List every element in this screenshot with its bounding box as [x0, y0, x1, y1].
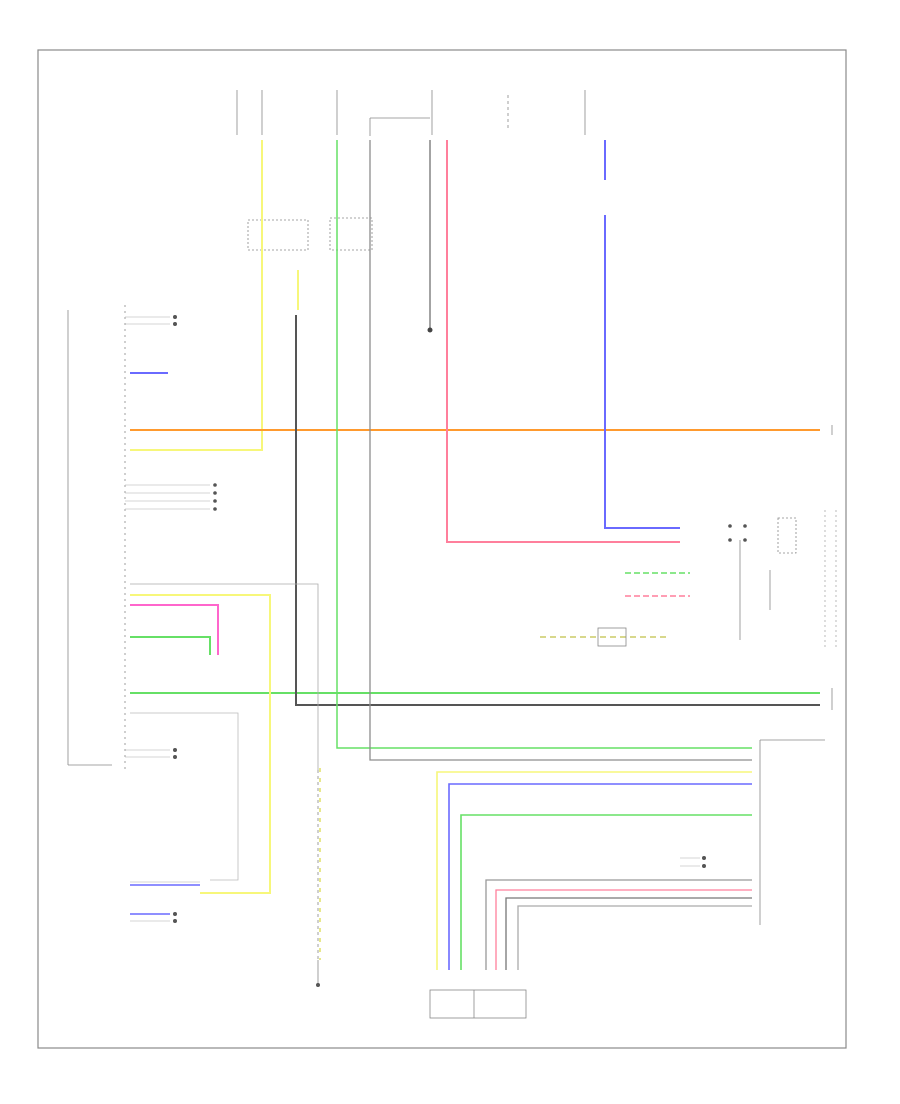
terminal-dots [173, 315, 747, 923]
wire-yellow-upper [130, 140, 263, 451]
resistor-box [597, 627, 627, 647]
wire-red [446, 140, 680, 543]
wire-camera-red [495, 889, 752, 970]
wire-camera-blue [448, 783, 752, 970]
wire-camera-yellow [436, 771, 752, 970]
wire-blue-main [604, 215, 680, 529]
wire-pink [130, 604, 219, 655]
wire-yellow-lower [130, 594, 271, 894]
wire-camera-gray-a [485, 879, 752, 970]
wire-gray-to-module [369, 140, 752, 761]
top-power-sources [236, 90, 586, 136]
wire-camera-gray-c [517, 905, 752, 970]
relay-box-left [247, 219, 309, 251]
connector-pin-stubs [125, 316, 700, 922]
left-module [67, 305, 126, 770]
camera-connector [429, 989, 527, 1019]
wire-green-to-module [336, 140, 752, 749]
diagram-frame [37, 49, 847, 1049]
wire-green-short [130, 636, 211, 655]
wire-thin-gray [130, 583, 319, 770]
ground-point [427, 327, 433, 333]
wire-camera-gray-b [505, 897, 752, 970]
wire-gray-long [295, 315, 820, 706]
bottom-ground-point [316, 983, 320, 987]
relay-box-right [329, 217, 373, 251]
wire-camera-green [460, 814, 752, 970]
lower-right-module [759, 739, 825, 925]
wire-thin-gray-lower [130, 712, 239, 881]
right-controller [739, 510, 837, 650]
